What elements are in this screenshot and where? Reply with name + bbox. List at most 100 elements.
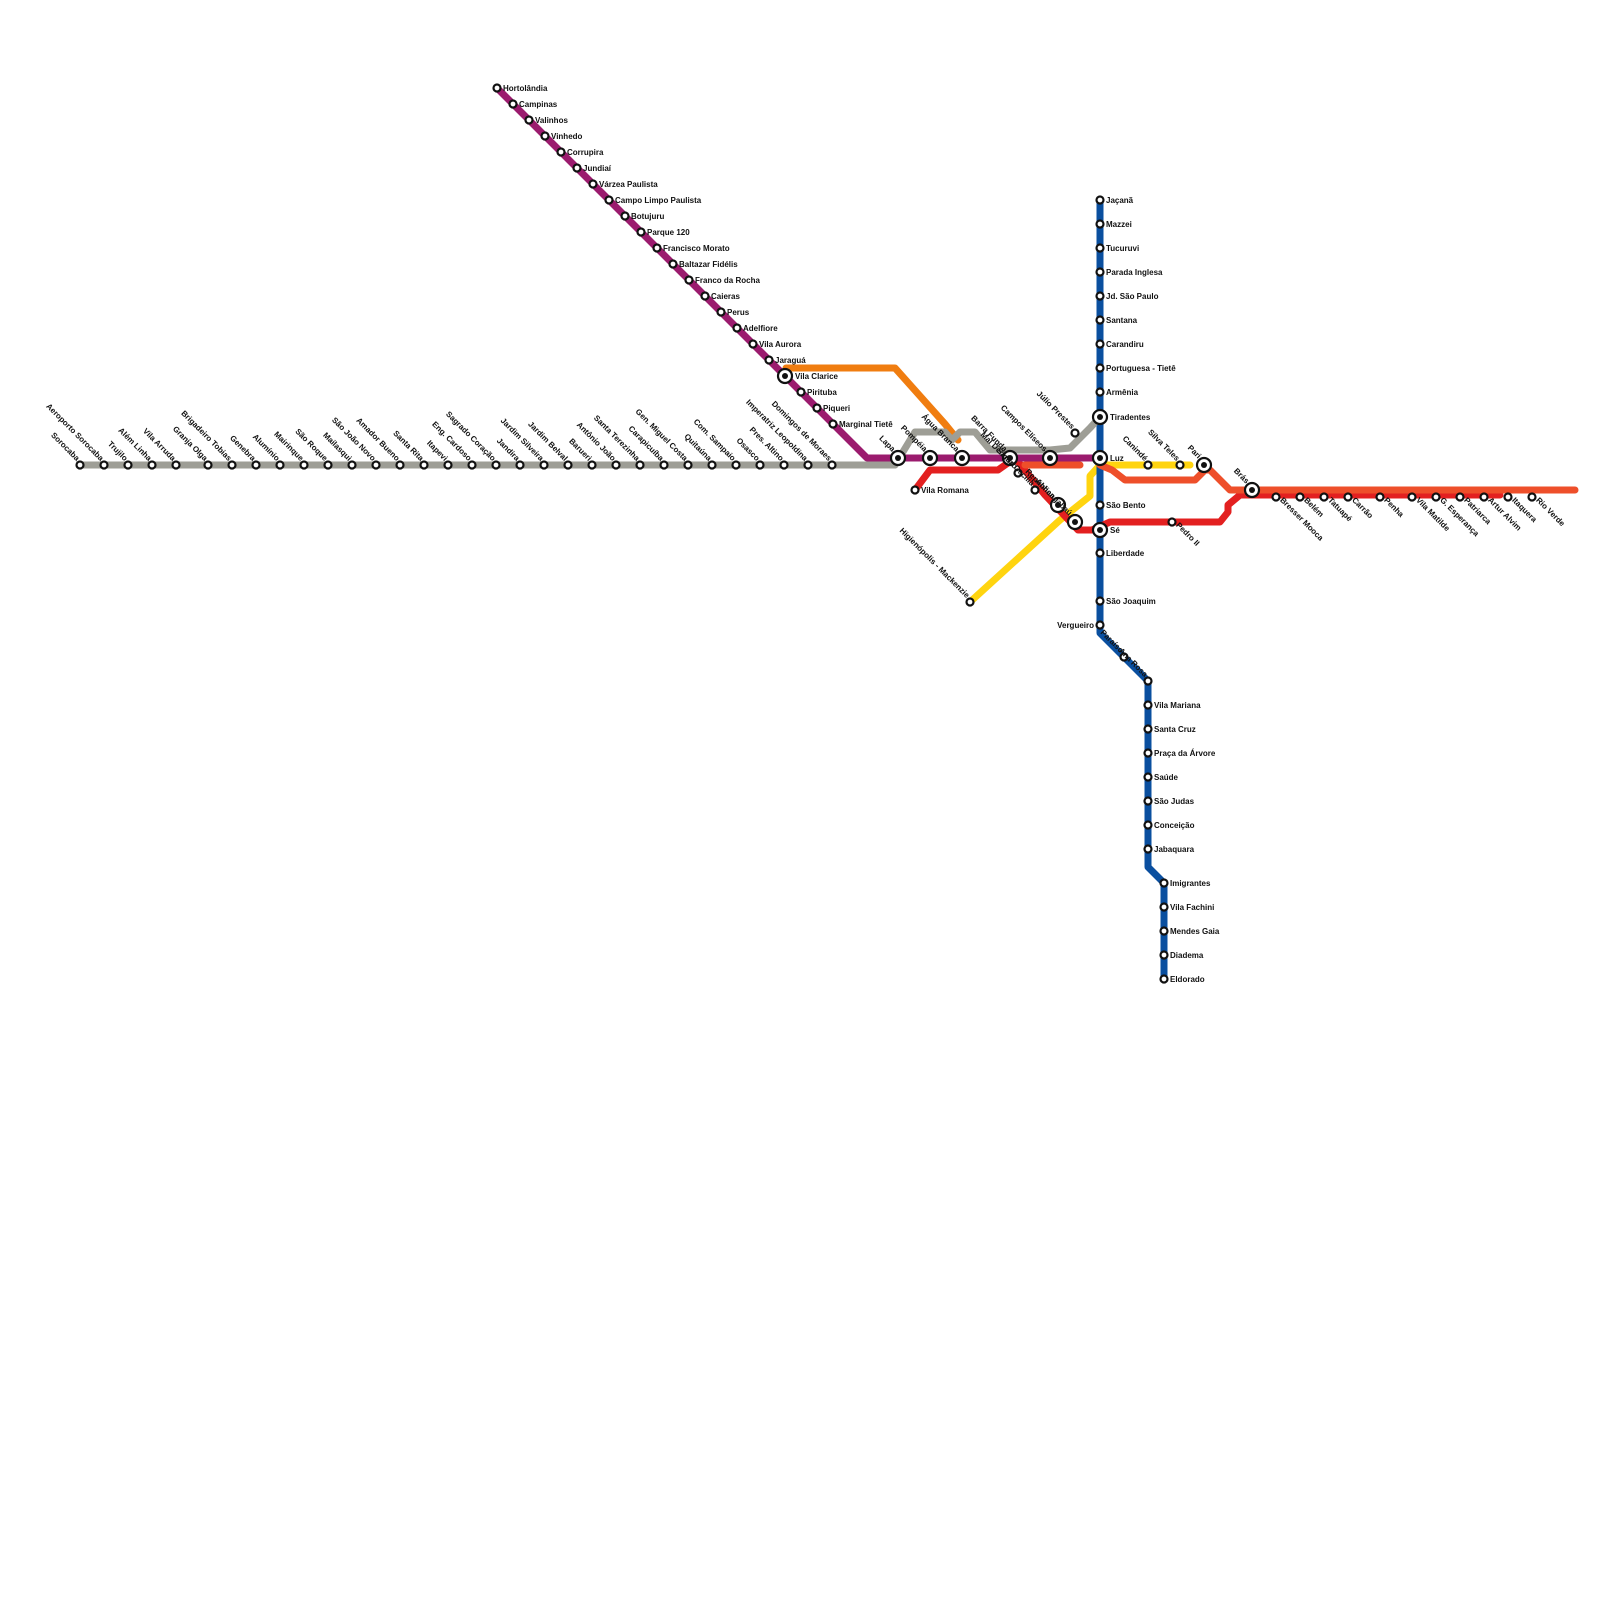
station-alem-linha bbox=[147, 460, 157, 470]
station-jabaquara bbox=[1143, 844, 1153, 854]
station-sorocaba bbox=[75, 460, 85, 470]
station-label-perus: Perus bbox=[727, 308, 750, 317]
station-label-parque-120: Parque 120 bbox=[647, 228, 690, 237]
station-label-campinas: Campinas bbox=[519, 100, 558, 109]
station-santa-rita bbox=[419, 460, 429, 470]
gray-sorocaba-line bbox=[76, 413, 1104, 469]
station-julio-prestes bbox=[1070, 428, 1080, 438]
transfer-dot-anhangabau bbox=[1072, 519, 1078, 525]
transfer-dot-se bbox=[1097, 527, 1103, 533]
station-jd-sao-paulo bbox=[1095, 291, 1105, 301]
station-barueri bbox=[587, 460, 597, 470]
stations-layer bbox=[75, 83, 1537, 984]
orange-red-east-line bbox=[1021, 461, 1579, 494]
station-vila-matilde bbox=[1407, 492, 1417, 502]
station-label-jd-sao-paulo: Jd. São Paulo bbox=[1106, 292, 1159, 301]
station-conceicao bbox=[1143, 820, 1153, 830]
station-label-luz: Luz bbox=[1110, 454, 1124, 463]
station-brigadeiro-tobias bbox=[227, 460, 237, 470]
station-jardim-silveira bbox=[539, 460, 549, 470]
station-caieras bbox=[700, 291, 710, 301]
station-botujuru bbox=[620, 211, 630, 221]
station-aeroporto-sorocaba bbox=[99, 460, 109, 470]
station-jundiai bbox=[572, 163, 582, 173]
station-franco-da-rocha bbox=[684, 275, 694, 285]
station-sao-joaquim bbox=[1095, 596, 1105, 606]
station-domingos-de-moraes bbox=[827, 460, 837, 470]
yellow-line-line bbox=[966, 461, 1194, 606]
station-label-sao-judas: São Judas bbox=[1154, 797, 1195, 806]
station-g-esperanca bbox=[1431, 492, 1441, 502]
station-diadema bbox=[1159, 950, 1169, 960]
station-label-franco-da-rocha: Franco da Rocha bbox=[695, 276, 760, 285]
station-perus bbox=[716, 307, 726, 317]
station-belem bbox=[1295, 492, 1305, 502]
station-penha bbox=[1375, 492, 1385, 502]
station-label-vila-aurora: Vila Aurora bbox=[759, 340, 802, 349]
station-label-trujilo: Trujilo bbox=[106, 439, 129, 462]
station-label-jundiai: Jundiaí bbox=[583, 164, 612, 173]
station-label-vila-fachini: Vila Fachini bbox=[1170, 903, 1214, 912]
transfer-dot-barra-funda bbox=[1007, 455, 1013, 461]
station-eldorado bbox=[1159, 974, 1169, 984]
station-label-campo-limpo-paulista: Campo Limpo Paulista bbox=[615, 196, 702, 205]
station-mazzei bbox=[1095, 219, 1105, 229]
station-vila-mariana bbox=[1143, 700, 1153, 710]
station-label-adelfiore: Adelfiore bbox=[743, 324, 778, 333]
station-label-portuguesa-tiete: Portuguesa - Tietê bbox=[1106, 364, 1176, 373]
station-label-sao-joaquim: São Joaquim bbox=[1106, 597, 1156, 606]
station-com-sampaio bbox=[731, 460, 741, 470]
station-label-ana-rosa: Ana Rosa bbox=[1117, 646, 1150, 679]
station-mal-deodoro bbox=[1013, 468, 1023, 478]
station-label-liberdade: Liberdade bbox=[1106, 549, 1145, 558]
station-label-santana: Santana bbox=[1106, 316, 1138, 325]
station-label-vila-romana: Vila Romana bbox=[921, 486, 969, 495]
station-patriarca bbox=[1455, 492, 1465, 502]
station-imperatriz-leopoldina bbox=[803, 460, 813, 470]
station-sao-joao-novo bbox=[371, 460, 381, 470]
station-label-piqueri: Piqueri bbox=[823, 404, 850, 413]
station-piqueri bbox=[812, 403, 822, 413]
station-valinhos bbox=[524, 115, 534, 125]
station-carapicuiba bbox=[659, 460, 669, 470]
station-label-valinhos: Valinhos bbox=[535, 116, 568, 125]
station-trujilo bbox=[123, 460, 133, 470]
station-label-baltazar-fidelis: Baltazar Fidélis bbox=[679, 260, 738, 269]
station-varzea-paulista bbox=[588, 179, 598, 189]
transfer-dot-lapa bbox=[895, 455, 901, 461]
station-mairinque bbox=[299, 460, 309, 470]
station-amador-bueno bbox=[395, 460, 405, 470]
station-imigrantes bbox=[1159, 878, 1169, 888]
transfer-dot-vila-clarice bbox=[782, 373, 788, 379]
orange-jaragua-line bbox=[782, 364, 962, 444]
station-label-jacana: Jaçanã bbox=[1106, 196, 1134, 205]
station-label-armenia: Armênia bbox=[1106, 388, 1139, 397]
station-label-rio-verde: Rio Verde bbox=[1534, 496, 1567, 529]
station-label-parada-inglesa: Parada Inglesa bbox=[1106, 268, 1163, 277]
station-rio-verde bbox=[1527, 492, 1537, 502]
station-artur-alvim bbox=[1479, 492, 1489, 502]
transfer-dot-republica bbox=[1055, 502, 1061, 508]
station-praca-da-arvore bbox=[1143, 748, 1153, 758]
station-vila-arruda bbox=[171, 460, 181, 470]
station-bresser-mooca bbox=[1271, 492, 1281, 502]
station-carrao bbox=[1343, 492, 1353, 502]
station-label-com-sampaio: Com. Sampaio bbox=[692, 417, 738, 463]
station-label-praca-da-arvore: Praça da Árvore bbox=[1154, 749, 1216, 758]
station-sagrado-coracao bbox=[491, 460, 501, 470]
station-sao-bento bbox=[1095, 500, 1105, 510]
station-label-higienopolis-mackenzie: Higienópolis - Mackenzie bbox=[898, 526, 972, 600]
station-itapevi bbox=[443, 460, 453, 470]
station-parque-120 bbox=[636, 227, 646, 237]
station-francisco-morato bbox=[652, 243, 662, 253]
station-label-vila-mariana: Vila Mariana bbox=[1154, 701, 1201, 710]
station-jandira bbox=[515, 460, 525, 470]
station-label-carandiru: Carandiru bbox=[1106, 340, 1144, 349]
station-label-pirituba: Pirituba bbox=[807, 388, 837, 397]
station-pedro-ii bbox=[1167, 517, 1177, 527]
station-label-julio-prestes: Júlio Prestes bbox=[1035, 389, 1077, 431]
station-santa-cecilia bbox=[1030, 485, 1040, 495]
station-vila-fachini bbox=[1159, 902, 1169, 912]
